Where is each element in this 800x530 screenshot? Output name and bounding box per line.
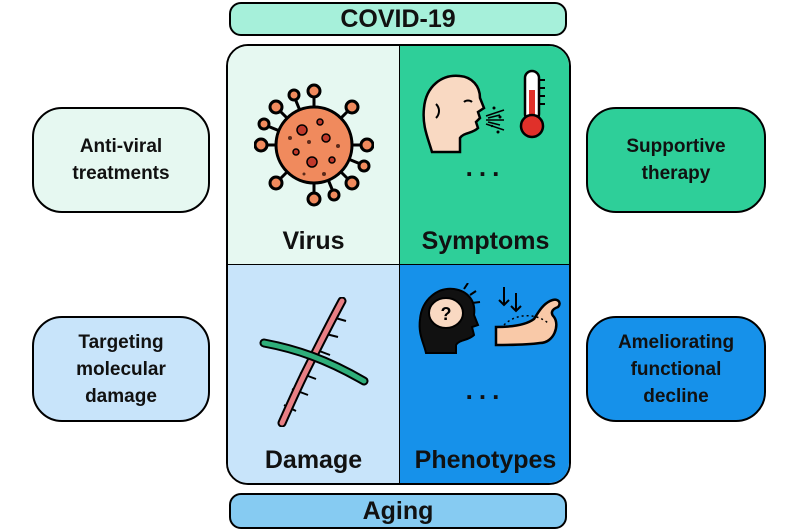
phenotypes-ellipsis: ... <box>465 375 506 405</box>
supportive-therapy-box: Supportive therapy <box>586 107 766 213</box>
svg-text:?: ? <box>441 304 452 324</box>
virus-label: Virus <box>282 227 345 255</box>
anti-viral-treatments-box: Anti-viral treatments <box>32 107 210 213</box>
covid-19-title: COVID-19 <box>229 2 567 36</box>
damage-quadrant: Damage <box>228 265 400 483</box>
symptoms-ellipsis: ... <box>465 152 506 182</box>
head-question-icon: ? <box>418 283 481 354</box>
dna-helix-icon <box>259 297 369 427</box>
phenotypes-quadrant: ? ... Phenotypes <box>400 265 569 483</box>
ameliorating-functional-decline-box: Ameliorating functional decline <box>586 316 766 422</box>
sneezing-head-icon <box>422 74 505 154</box>
weak-arm-icon <box>494 287 561 347</box>
symptoms-quadrant: ... Symptoms <box>400 46 569 265</box>
virus-icon <box>254 83 374 207</box>
quadrant-grid: Virus <box>226 44 571 485</box>
thermometer-icon <box>519 69 545 139</box>
aging-title: Aging <box>229 493 567 529</box>
damage-label: Damage <box>264 446 363 474</box>
phenotypes-label: Phenotypes <box>414 446 557 474</box>
targeting-molecular-damage-box: Targeting molecular damage <box>32 316 210 422</box>
virus-quadrant: Virus <box>228 46 400 265</box>
symptoms-label: Symptoms <box>421 227 550 255</box>
